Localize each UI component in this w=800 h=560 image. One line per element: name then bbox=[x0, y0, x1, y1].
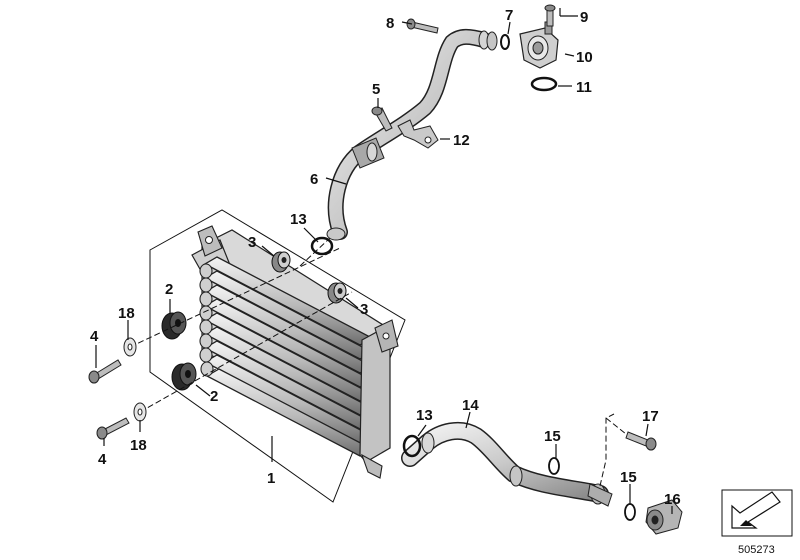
washer-lower bbox=[133, 402, 147, 422]
callout-16: 16 bbox=[664, 491, 681, 508]
rubber-grommet-lower bbox=[171, 362, 197, 391]
callout-7: 7 bbox=[505, 7, 513, 24]
callout-13-upper: 13 bbox=[290, 211, 307, 228]
callout-15-lower: 15 bbox=[620, 469, 637, 486]
callout-4-upper: 4 bbox=[90, 328, 99, 345]
callout-5: 5 bbox=[372, 81, 380, 98]
callout-17: 17 bbox=[642, 408, 659, 425]
callout-1: 1 bbox=[267, 470, 275, 487]
callout-12: 12 bbox=[453, 132, 470, 149]
screw-part-9 bbox=[544, 4, 556, 27]
callout-2-lower: 2 bbox=[210, 388, 218, 405]
rubber-grommet-upper bbox=[161, 311, 187, 340]
callout-9: 9 bbox=[580, 9, 588, 26]
sealing-ring-part-11 bbox=[530, 76, 558, 92]
navigation-box[interactable] bbox=[721, 489, 793, 537]
callout-18-upper: 18 bbox=[118, 305, 135, 322]
lower-oil-line bbox=[401, 421, 613, 507]
bolt-part-8 bbox=[406, 18, 439, 34]
bushing-lower bbox=[327, 282, 347, 304]
bolt-part-5 bbox=[371, 106, 393, 132]
o-ring-part-15-upper bbox=[548, 457, 560, 475]
bolt-lower bbox=[96, 417, 130, 440]
o-ring-upper-part-13 bbox=[310, 236, 334, 256]
callout-2-upper: 2 bbox=[165, 281, 173, 298]
callout-4-lower: 4 bbox=[98, 451, 107, 468]
callout-14: 14 bbox=[462, 397, 479, 414]
bushing-upper bbox=[271, 251, 291, 273]
washer-upper bbox=[123, 337, 137, 357]
document-number: 505273 bbox=[738, 544, 775, 556]
o-ring-part-15-lower bbox=[624, 503, 636, 521]
callout-10: 10 bbox=[576, 49, 593, 66]
oil-cooler-core bbox=[191, 225, 399, 479]
o-ring-part-7 bbox=[500, 34, 510, 50]
callout-3-lower: 3 bbox=[360, 301, 368, 318]
o-ring-lower-part-13 bbox=[402, 434, 422, 458]
callout-11: 11 bbox=[576, 79, 592, 96]
bolt-upper bbox=[88, 359, 122, 384]
pipe-bracket bbox=[397, 119, 439, 149]
callout-13-lower: 13 bbox=[416, 407, 433, 424]
callout-8: 8 bbox=[386, 15, 394, 32]
callout-6: 6 bbox=[310, 171, 318, 188]
callout-3-upper: 3 bbox=[248, 234, 256, 251]
arrow-down-left-icon bbox=[731, 491, 781, 529]
bolt-part-17 bbox=[625, 431, 657, 451]
callout-15-upper: 15 bbox=[544, 428, 561, 445]
plug-part-16 bbox=[645, 499, 683, 535]
callout-18-lower: 18 bbox=[130, 437, 147, 454]
upper-oil-line bbox=[326, 28, 498, 241]
thermostat-housing bbox=[519, 21, 559, 69]
